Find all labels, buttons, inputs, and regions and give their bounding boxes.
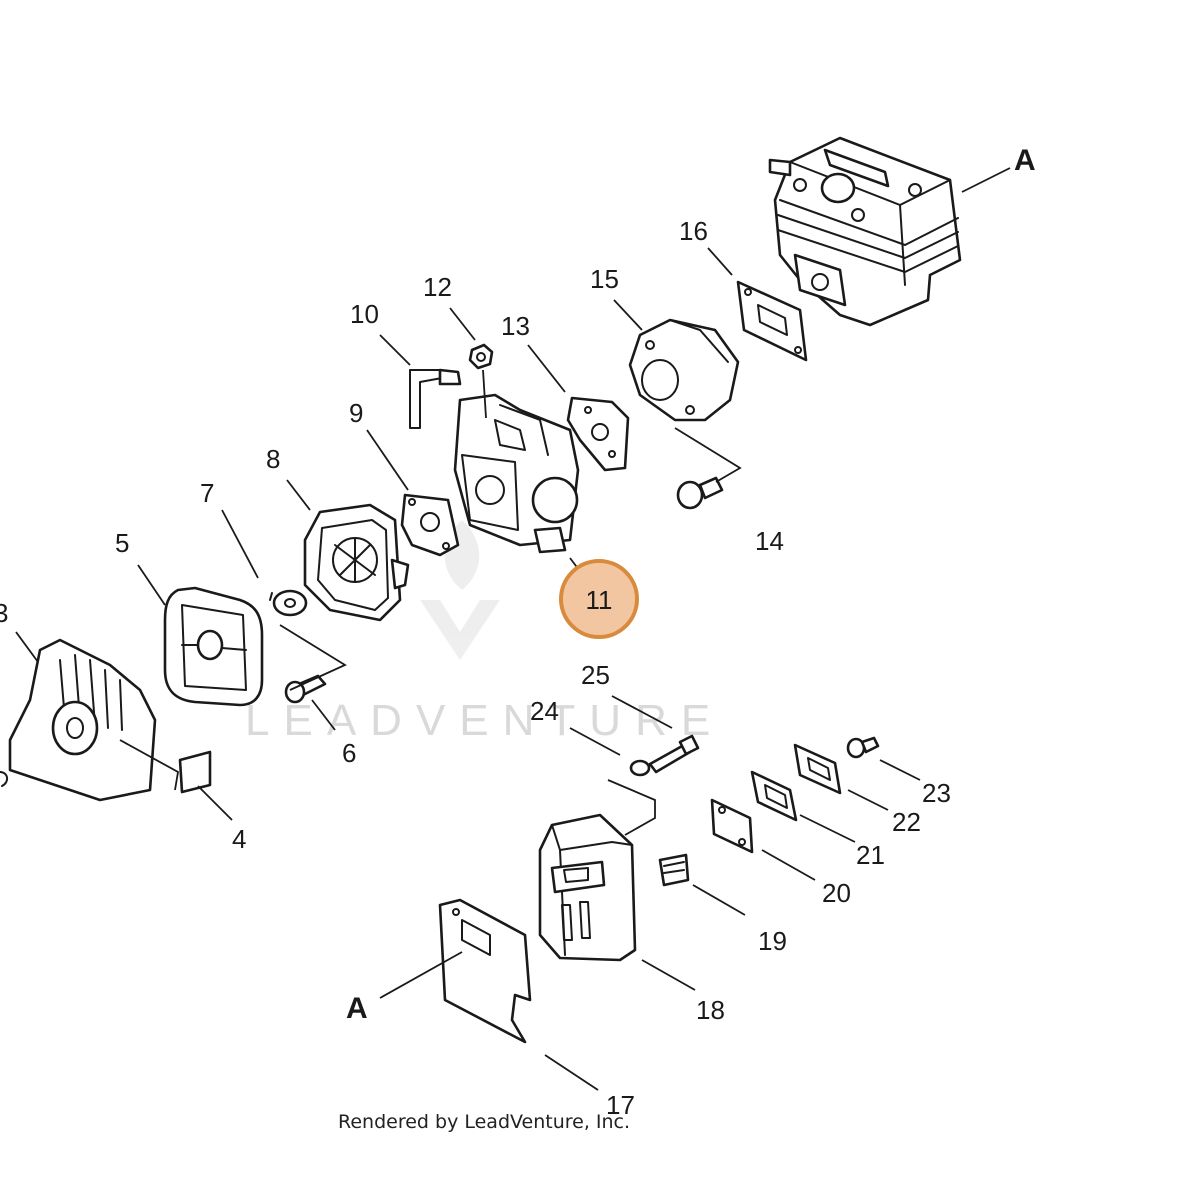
callout-20: 20 [822,878,851,908]
callout-14: 14 [755,526,784,556]
part-10-fuel-line[interactable] [409,368,462,429]
part-25-bolt[interactable] [648,734,700,774]
part-9-gasket[interactable] [400,493,460,557]
part-3-housing[interactable] [0,638,157,802]
callout-16: 16 [679,216,708,246]
part-21-gasket[interactable] [750,770,798,822]
part-13-gasket[interactable] [566,396,630,472]
cylinder[interactable] [768,136,962,327]
callout-7: 7 [200,478,214,508]
callout-21: 21 [856,840,885,870]
part-12-nut[interactable] [468,343,494,370]
callout-12: 12 [423,272,452,302]
callout-3: 3 [0,598,8,628]
callout-15: 15 [590,264,619,294]
callout-22: 22 [892,807,921,837]
callout-25: 25 [581,660,610,690]
callout-23: 23 [922,778,951,808]
callout-11-highlight[interactable]: 11 [559,559,639,639]
callout-17: 17 [606,1090,635,1120]
callout-11: 11 [586,585,613,615]
part-19-screen[interactable] [658,853,690,887]
part-5-filter[interactable] [163,586,264,707]
part-8-filter-case[interactable] [303,503,410,622]
part-17-heat-shield[interactable] [438,898,532,1044]
callout-4: 4 [232,824,246,854]
callout-19: 19 [758,926,787,956]
part-4-pad[interactable] [178,750,212,794]
callout-8: 8 [266,444,280,474]
part-23-screw[interactable] [846,736,880,759]
callout-18: 18 [696,995,725,1025]
part-22-bracket[interactable] [793,743,842,795]
callout-labels: 3 4 5 6 7 8 9 10 12 13 14 15 16 17 18 19… [0,144,1036,1120]
part-16-gasket[interactable] [736,280,808,362]
part-15-insulator[interactable] [628,318,740,422]
part-20-plate[interactable] [710,798,754,854]
part-6-screw[interactable] [284,674,327,704]
part-7-nut[interactable] [269,589,308,617]
reference-mark-a-bottom: A [346,992,368,1025]
callout-10: 10 [350,299,379,329]
part-11-carburetor[interactable] [453,393,580,554]
part-14-bolt[interactable] [676,476,724,510]
callout-6: 6 [342,738,356,768]
leader-lines [15,167,1011,999]
part-24-washer[interactable] [629,759,651,777]
part-18-muffler[interactable] [538,813,637,962]
callout-24: 24 [530,696,559,726]
reference-mark-a-top: A [1014,144,1036,177]
callout-5: 5 [115,528,129,558]
watermark-text: LEADVENTURE [245,696,724,745]
callout-9: 9 [349,398,363,428]
callout-13: 13 [501,311,530,341]
footer-credit: Rendered by LeadVenture, Inc. [338,1111,630,1133]
